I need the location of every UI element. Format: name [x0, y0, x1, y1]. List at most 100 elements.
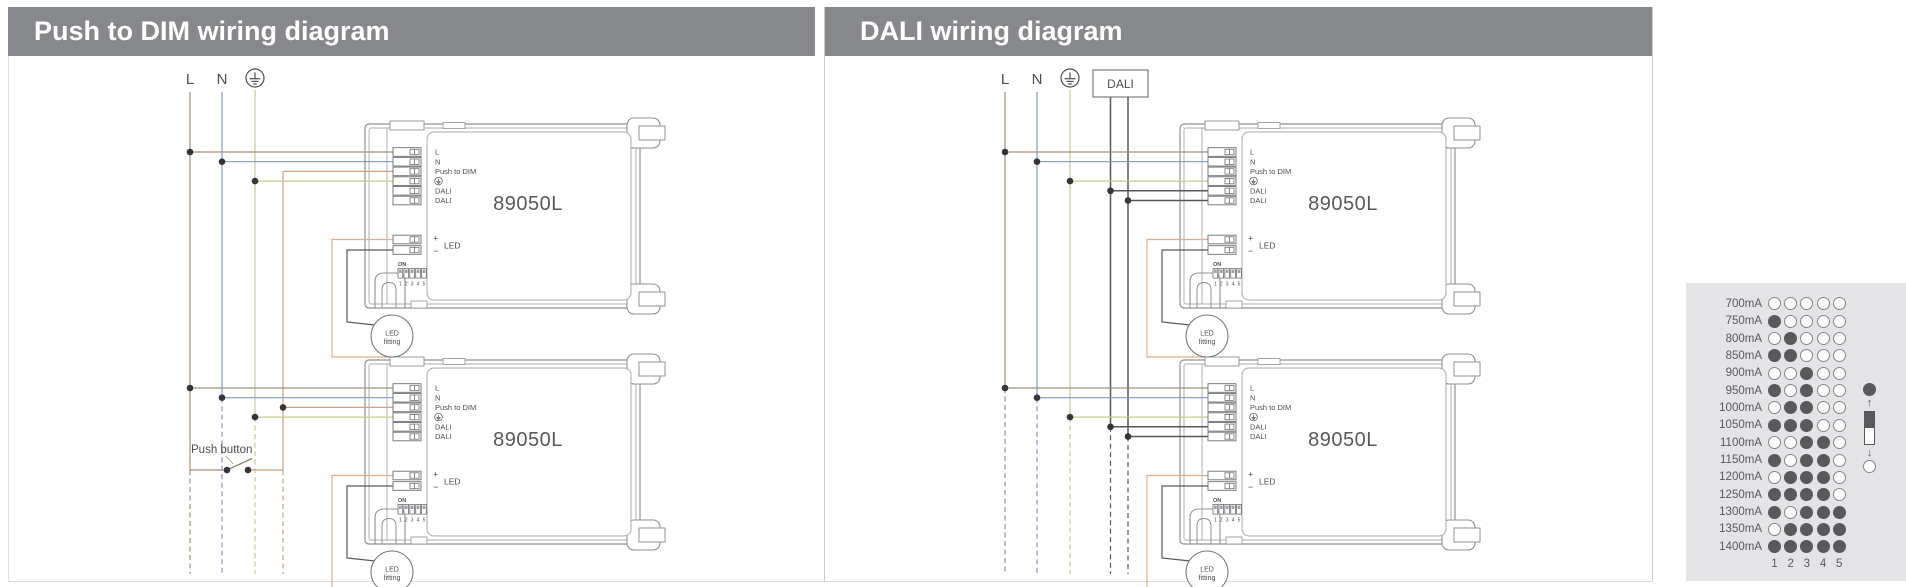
dip-number: 1 — [1214, 518, 1217, 524]
dip-switch-knob — [1238, 270, 1241, 273]
led-terminal — [1208, 235, 1236, 244]
junction-dot — [1067, 178, 1074, 185]
dip-dot-on — [1784, 401, 1797, 414]
current-row: 1050mA — [1686, 417, 1849, 434]
junction-dot — [252, 178, 259, 185]
led-terminal — [1208, 482, 1236, 491]
dip-dot-off — [1833, 367, 1846, 380]
led-minus-label: − — [1248, 482, 1253, 492]
dip-dot-off — [1784, 436, 1797, 449]
dip-dot-on — [1800, 488, 1813, 501]
led-fitting-label: LED — [385, 567, 399, 574]
dip-switch-knob — [1232, 270, 1235, 273]
current-label: 700mA — [1686, 298, 1762, 310]
dip-dot-off — [1784, 315, 1797, 328]
mains-label-l: L — [186, 71, 194, 88]
dip-number: 2 — [405, 518, 408, 524]
dali-box-label: DALI — [1107, 77, 1134, 91]
terminal — [393, 413, 421, 422]
dip-pattern — [1768, 436, 1849, 449]
dip-dot-off — [1817, 297, 1830, 310]
dip-dot-on — [1833, 523, 1846, 536]
dip-dot-on — [1768, 540, 1781, 553]
terminal — [393, 403, 421, 412]
legend-off-dot — [1863, 460, 1876, 473]
current-row: 950mA — [1686, 382, 1849, 399]
dip-switch-knob — [1232, 506, 1235, 509]
terminal — [393, 423, 421, 432]
terminal-label: L — [1250, 384, 1254, 393]
dip-switch-knob — [1220, 270, 1223, 273]
terminal-label: DALI — [435, 187, 452, 196]
legend-switch-icon — [1864, 411, 1875, 445]
dip-dot-off — [1817, 419, 1830, 432]
terminal — [393, 384, 421, 393]
dip-dot-on — [1800, 506, 1813, 519]
dip-pattern — [1768, 506, 1849, 519]
current-label: 1150mA — [1686, 454, 1762, 466]
dip-dot-off — [1800, 297, 1813, 310]
terminal — [393, 393, 421, 402]
junction-dot — [187, 149, 194, 156]
dip-dot-on — [1817, 488, 1830, 501]
junction-dot — [245, 467, 252, 474]
terminal-label: N — [1250, 157, 1255, 166]
dip-dot-on — [1768, 419, 1781, 432]
driver-model-label: 89050L — [493, 429, 563, 451]
dip-number: 5 — [423, 282, 426, 288]
dip-number: 5 — [1238, 282, 1241, 288]
current-row: 1400mA — [1686, 538, 1849, 555]
dip-dot-on — [1817, 506, 1830, 519]
dip-dot-off — [1800, 332, 1813, 345]
dip-dot-off — [1784, 506, 1797, 519]
dip-number: 1 — [1214, 282, 1217, 288]
dip-switch-knob — [417, 506, 420, 509]
terminal-label: Push to DIM — [1250, 167, 1291, 176]
terminal — [1208, 393, 1236, 402]
terminal-label: N — [1250, 393, 1255, 402]
dip-column-numbers: 12345 — [1768, 558, 1849, 570]
dip-dot-off — [1800, 349, 1813, 362]
dip-switch-knob — [1226, 270, 1229, 273]
dip-dot-on — [1768, 488, 1781, 501]
mains-label-n: N — [217, 71, 228, 88]
dip-dot-off — [1768, 297, 1781, 310]
junction-dot — [1107, 188, 1114, 195]
arrow-down-icon: ↓ — [1867, 447, 1873, 459]
terminal — [1208, 432, 1236, 441]
dip-dot-on — [1768, 454, 1781, 467]
dip-switch-knob — [405, 270, 408, 273]
led-plus-label: + — [1248, 470, 1253, 480]
push-button-label: Push button — [191, 444, 252, 456]
current-label: 850mA — [1686, 350, 1762, 362]
dip-switch-knob — [1226, 506, 1229, 509]
dip-dot-on — [1800, 401, 1813, 414]
terminal — [1208, 167, 1236, 176]
current-row: 1150mA — [1686, 452, 1849, 469]
current-setting-table: 700mA750mA800mA850mA900mA950mA1000mA1050… — [1686, 283, 1906, 581]
terminal-label: N — [435, 157, 440, 166]
dip-switch-knob — [1238, 506, 1241, 509]
dip-dot-off — [1768, 401, 1781, 414]
dip-dot-on — [1817, 454, 1830, 467]
led-minus-label: − — [433, 482, 438, 492]
dip-dot-off — [1817, 367, 1830, 380]
dip-number: 4 — [1232, 518, 1235, 524]
dip-pattern — [1768, 349, 1849, 362]
terminal — [1208, 148, 1236, 157]
junction-dot — [187, 385, 194, 392]
dip-dot-off — [1784, 297, 1797, 310]
terminal-label: DALI — [435, 432, 452, 441]
dip-number: 2 — [405, 282, 408, 288]
dip-dot-off — [1800, 315, 1813, 328]
terminal-label: L — [1250, 148, 1254, 157]
dip-dot-off — [1768, 471, 1781, 484]
dip-dot-on — [1784, 540, 1797, 553]
dip-on-label: ON — [398, 498, 406, 504]
driver-bodies — [365, 118, 1480, 550]
dip-dot-off — [1833, 349, 1846, 362]
dip-pattern — [1768, 523, 1849, 536]
junction-dot — [224, 467, 231, 474]
dip-dot-off — [1768, 367, 1781, 380]
current-row: 1000mA — [1686, 399, 1849, 416]
